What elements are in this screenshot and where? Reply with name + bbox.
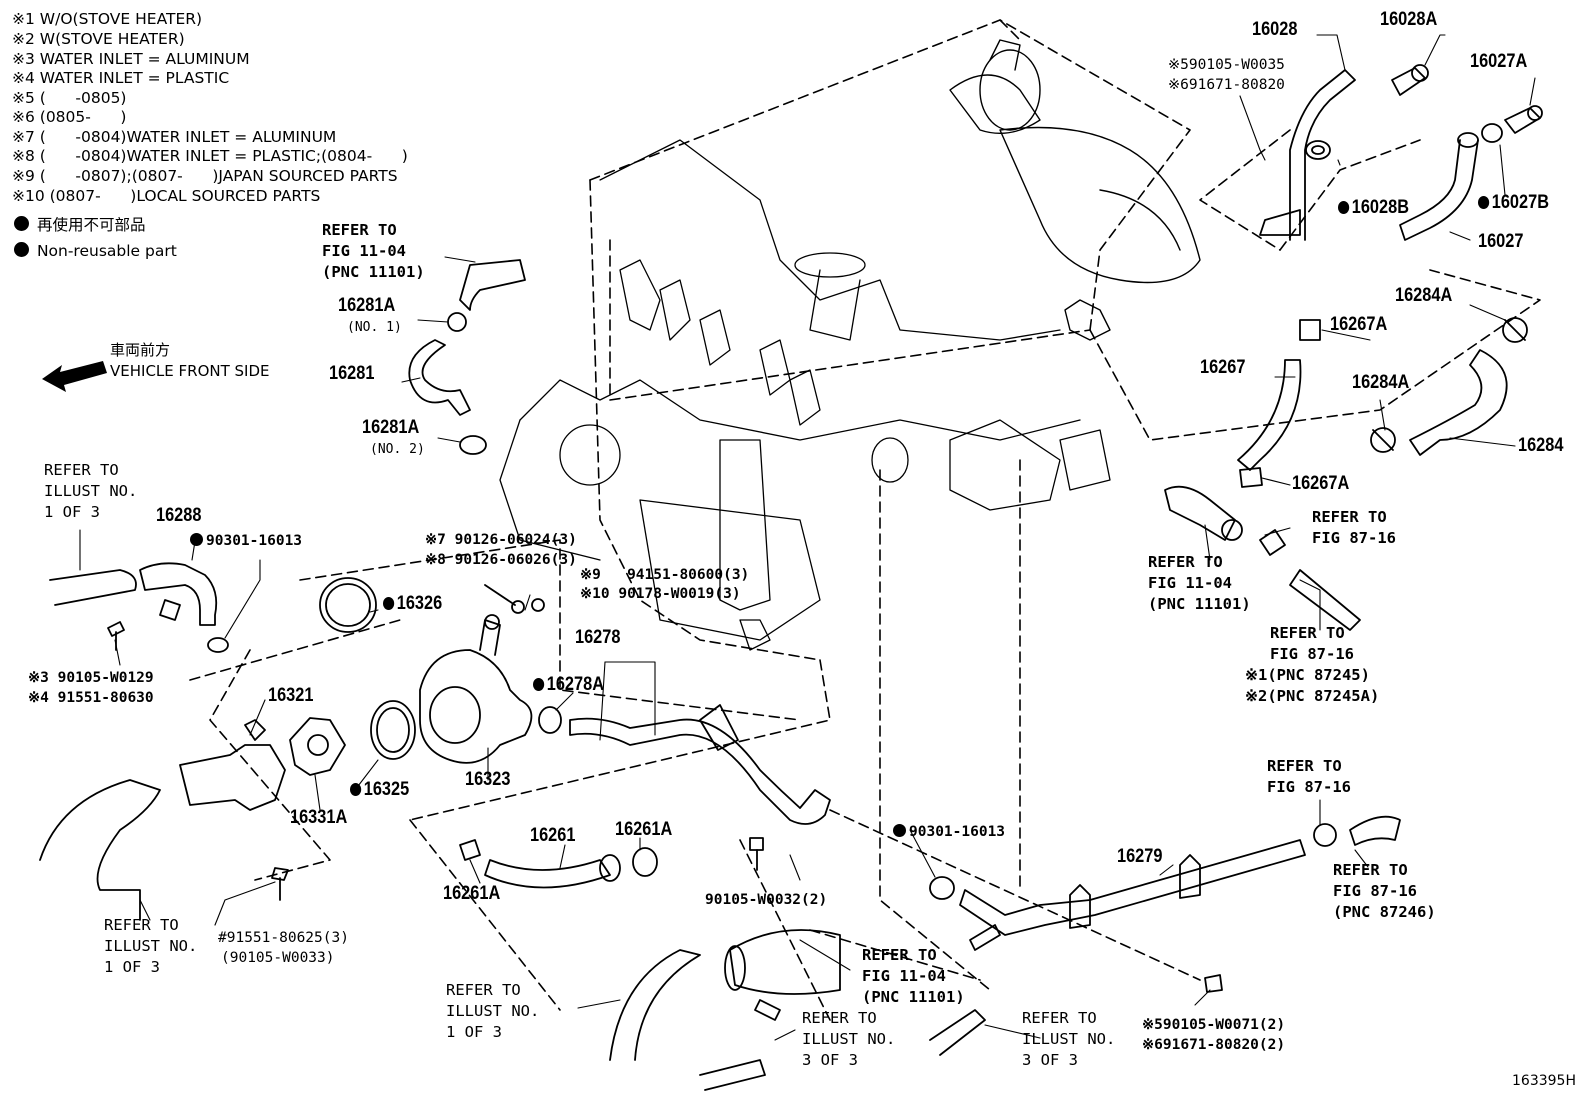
part-label-16028A: 16028A	[1380, 9, 1438, 30]
part-label-16279: 16279	[1117, 846, 1163, 867]
refer-fig-87-16-a: REFER TO FIG 87-16	[1312, 508, 1396, 547]
part-label-16281A-2: 16281A	[362, 417, 420, 438]
part-label-16261: 16261	[530, 825, 576, 846]
part-label-16261A-right: 16261A	[615, 819, 673, 840]
part-number-3: ※3 90105-W0129	[28, 670, 154, 686]
direction-en: VEHICLE FRONT SIDE	[110, 362, 270, 380]
non-reusable-dot-icon	[383, 597, 395, 610]
part-label-16027A: 16027A	[1470, 51, 1528, 72]
diagram-id: 163395H	[1512, 1073, 1576, 1089]
note-1: ※1 W/O(STOVE HEATER)	[12, 10, 203, 28]
part-label-16281A-1: 16281A	[338, 295, 396, 316]
note-8: ※8 ( -0804)WATER INLET = PLASTIC;(0804- …	[12, 147, 408, 165]
part-label-16284A-top: 16284A	[1395, 285, 1453, 306]
non-reusable-dot-icon	[350, 783, 362, 796]
part-label-16278: 16278	[575, 627, 621, 648]
refer-fig-11-04-bottom: REFER TO FIG 11-04 (PNC 11101)	[862, 946, 965, 1006]
refer-illust-bottom-3: REFER TO ILLUST NO. 3 OF 3	[1022, 1009, 1116, 1069]
note-4: ※4 WATER INLET = PLASTIC	[12, 69, 230, 87]
refer-fig-87-16-b: REFER TO FIG 87-16	[1270, 624, 1354, 663]
leader-lines	[79, 34, 1536, 1041]
part-number-7: ※7 90126-06024(3)	[425, 532, 577, 548]
non-reusable-dot-icon	[533, 678, 545, 691]
part-label-16261A-left: 16261A	[443, 883, 501, 904]
note-6: ※6 (0805- )	[12, 108, 127, 126]
part-label-16267: 16267	[1200, 357, 1246, 378]
part-label-16326: 16326	[383, 594, 442, 614]
note-2: ※2 W(STOVE HEATER)	[12, 30, 185, 48]
turbo-assembly	[949, 39, 1201, 341]
direction-arrow-icon	[42, 361, 107, 392]
part-number-top-6: ※691671-80820	[1168, 77, 1285, 93]
part-label-16267A-top: 16267A	[1330, 314, 1388, 335]
non-reusable-dot-icon	[190, 533, 203, 546]
legend-jp: 再使用不可部品	[14, 216, 145, 236]
part-number-10: ※10 90178-W0019(3)	[580, 586, 741, 602]
non-reusable-dot-icon	[14, 242, 29, 257]
non-reusable-dot-icon	[1338, 201, 1350, 214]
refer-pnc-87245: ※1(PNC 87245)	[1245, 666, 1370, 684]
legend-en: Non-reusable part	[14, 242, 177, 262]
part-label-16331A: 16331A	[290, 807, 348, 828]
refer-illust-left: REFER TO ILLUST NO. 1 OF 3	[44, 461, 138, 521]
non-reusable-dot-icon	[14, 216, 29, 231]
part-number-bottom-6: ※691671-80820(2)	[1142, 1037, 1286, 1053]
part-sub-no1: (NO. 1)	[347, 320, 402, 335]
part-label-16278A: 16278A	[533, 675, 604, 695]
refer-pnc-87245A: ※2(PNC 87245A)	[1245, 687, 1380, 705]
part-number-90105-W0033: (90105-W0033)	[221, 950, 335, 966]
part-label-16027B: 16027B	[1478, 193, 1549, 213]
refer-illust-bottom-1: REFER TO ILLUST NO. 1 OF 3	[446, 981, 540, 1041]
part-number-90301-a: 90301-16013	[190, 531, 302, 551]
part-label-16281: 16281	[329, 363, 375, 384]
part-number-bottom-5: ※590105-W0071(2)	[1142, 1017, 1286, 1033]
direction-jp: 車両前方	[110, 341, 171, 359]
refer-illust-bottom-left: REFER TO ILLUST NO. 1 OF 3	[104, 916, 198, 976]
refer-illust-bottom-2: REFER TO ILLUST NO. 3 OF 3	[802, 1009, 896, 1069]
refer-fig-11-04-top: REFER TO FIG 11-04 (PNC 11101)	[322, 221, 425, 281]
part-label-16284: 16284	[1518, 435, 1564, 456]
part-sub-no2: (NO. 2)	[370, 442, 425, 457]
refer-fig-87-16-c: REFER TO FIG 87-16	[1267, 757, 1351, 796]
engine-block	[189, 19, 1541, 1021]
non-reusable-dot-icon	[1478, 196, 1490, 209]
part-label-16321: 16321	[268, 685, 314, 706]
part-number-8: ※8 90126-06026(3)	[425, 552, 577, 568]
part-number-hash: #91551-80625(3)	[218, 930, 349, 946]
part-label-16028B: 16028B	[1338, 198, 1409, 218]
part-number-top-5: ※590105-W0035	[1168, 57, 1285, 73]
note-7: ※7 ( -0804)WATER INLET = ALUMINUM	[12, 128, 337, 146]
part-label-16028: 16028	[1252, 19, 1298, 40]
hose-parts	[39, 64, 1543, 1091]
part-number-9: ※9 94151-80600(3)	[580, 567, 750, 583]
part-number-4: ※4 91551-80630	[28, 690, 154, 706]
part-label-16284A-mid: 16284A	[1352, 372, 1410, 393]
part-label-16325: 16325	[350, 780, 409, 800]
refer-fig-11-04-mid: REFER TO FIG 11-04 (PNC 11101)	[1148, 553, 1251, 613]
engine-silhouette	[499, 139, 1111, 651]
part-label-16323: 16323	[465, 769, 511, 790]
note-5: ※5 ( -0805)	[12, 89, 127, 107]
refer-fig-87-16-d: REFER TO FIG 87-16 (PNC 87246)	[1333, 861, 1436, 921]
non-reusable-dot-icon	[893, 824, 906, 837]
part-number-90301-b: 90301-16013	[893, 822, 1005, 842]
part-label-16288: 16288	[156, 505, 202, 526]
part-label-16267A-bot: 16267A	[1292, 473, 1350, 494]
note-10: ※10 (0807- )LOCAL SOURCED PARTS	[12, 187, 321, 205]
note-3: ※3 WATER INLET = ALUMINUM	[12, 50, 250, 68]
part-number-90105-W0032: 90105-W0032(2)	[705, 892, 828, 908]
note-9: ※9 ( -0807);(0807- )JAPAN SOURCED PARTS	[12, 167, 398, 185]
part-label-16027: 16027	[1478, 231, 1524, 252]
